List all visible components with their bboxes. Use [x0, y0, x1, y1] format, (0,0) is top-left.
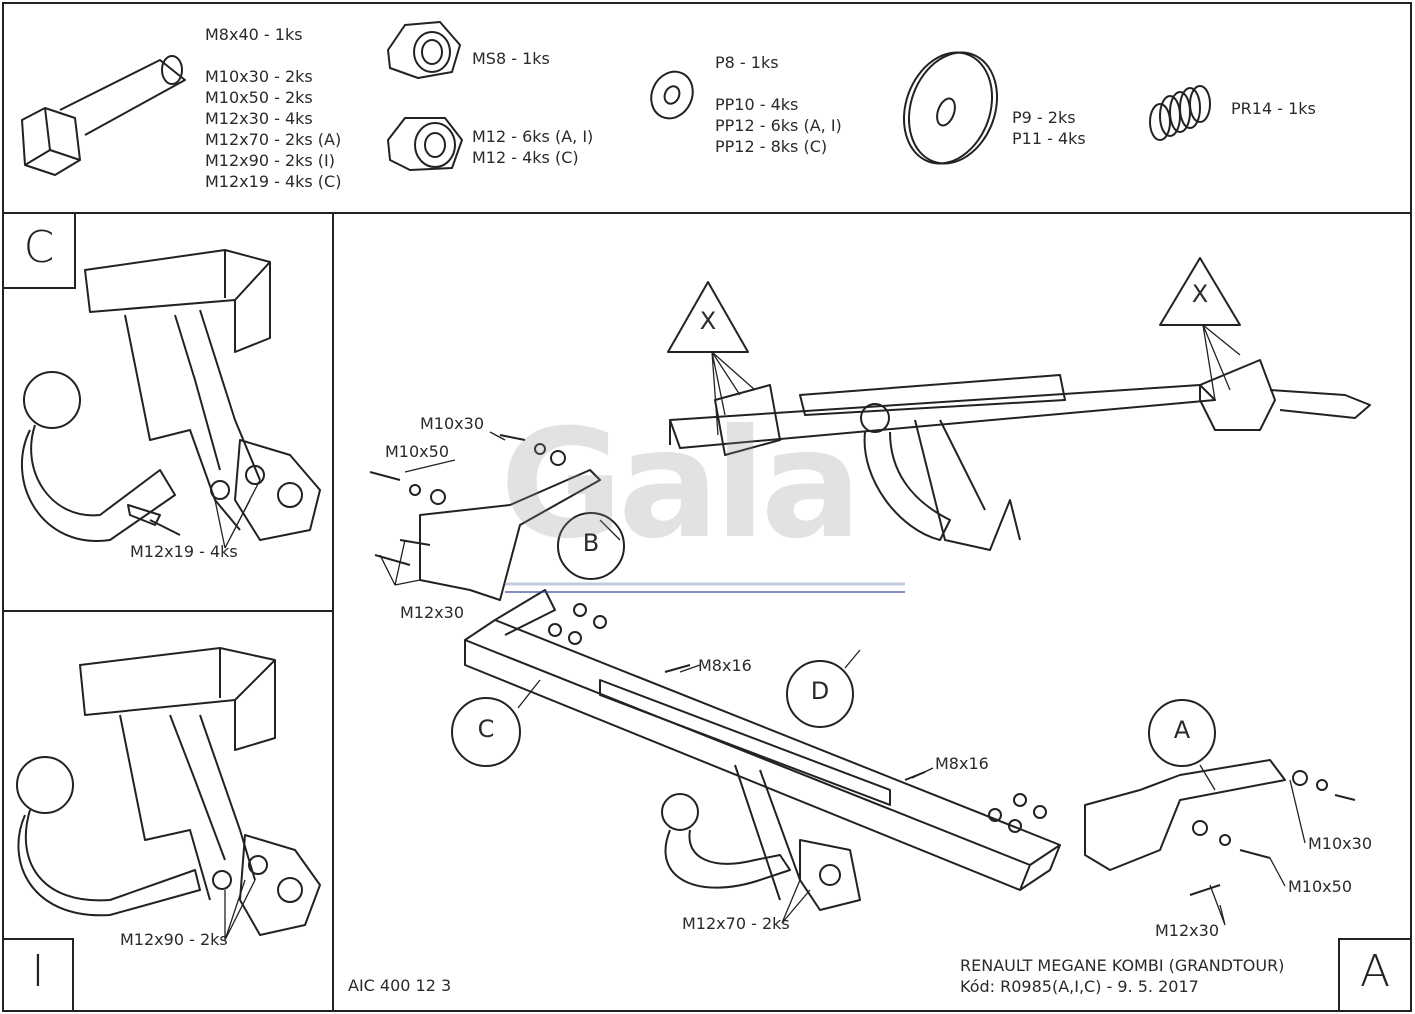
callout-c: C	[477, 715, 495, 743]
product-code: Kód: R0985(A,I,C) - 9. 5. 2017	[960, 977, 1199, 996]
variant-c-bolt-label: M12x19 - 4ks	[130, 542, 238, 561]
variant-i-box	[2, 938, 74, 1012]
crossbar-drawing	[419, 469, 1286, 891]
part-label: P11 - 4ks	[1012, 129, 1086, 148]
callout-x2: X	[1191, 280, 1209, 308]
part-label: P9 - 2ks	[1012, 108, 1076, 127]
variant-i-letter: I	[31, 946, 45, 997]
vehicle-name: RENAULT MEGANE KOMBI (GRANDTOUR)	[960, 956, 1285, 975]
part-label: M12 - 4ks (C)	[472, 148, 579, 167]
part-label: M12x70 - 2ks (A)	[205, 130, 342, 149]
part-label: PR14 - 1ks	[1231, 99, 1316, 118]
label-m10x30-left: M10x30	[420, 414, 484, 433]
nut-m12-icon	[387, 117, 463, 171]
nut-ms8-icon	[387, 21, 461, 79]
callout-a: A	[1173, 716, 1191, 744]
part-label: M8x40 - 1ks	[205, 25, 303, 44]
callout-c-circle	[451, 697, 521, 767]
part-label: P8 - 1ks	[715, 53, 779, 72]
callout-a-circle	[1148, 699, 1216, 767]
label-m12x30-left: M12x30	[400, 603, 464, 622]
callout-b-circle	[557, 512, 625, 580]
towbar-variant-c-drawing	[21, 249, 321, 542]
part-label: M12 - 6ks (A, I)	[472, 127, 594, 146]
part-label: MS8 - 1ks	[472, 49, 550, 68]
bolt-icon	[21, 55, 186, 176]
label-m12x30-right: M12x30	[1155, 921, 1219, 940]
variant-a-letter: A	[1359, 946, 1391, 997]
variant-a-box	[1338, 938, 1412, 1012]
part-label: PP12 - 8ks (C)	[715, 137, 828, 156]
washer-small-icon	[650, 70, 694, 120]
label-m8x16-top: M8x16	[698, 656, 752, 675]
part-label: M12x30 - 4ks	[205, 109, 313, 128]
label-m10x50-right: M10x50	[1288, 877, 1352, 896]
towbar-variant-i-drawing	[16, 647, 321, 936]
callout-d-circle	[786, 660, 854, 728]
part-label: PP12 - 6ks (A, I)	[715, 116, 842, 135]
towball-neck-drawing	[661, 764, 861, 911]
callout-b: B	[582, 529, 600, 557]
parts-list-panel	[2, 2, 1412, 214]
part-label: M10x30 - 2ks	[205, 67, 313, 86]
drawing-code: AIC 400 12 3	[348, 976, 452, 995]
variant-i-bolt-label: M12x90 - 2ks	[120, 930, 228, 949]
part-label: M10x50 - 2ks	[205, 88, 313, 107]
spring-icon	[1149, 85, 1211, 141]
assembled-view-drawing	[669, 359, 1371, 551]
callout-d: D	[810, 677, 830, 705]
variant-i-panel	[2, 610, 334, 1012]
washer-large-icon	[902, 51, 999, 165]
watermark-logo: Gala	[500, 398, 862, 572]
label-m12x70: M12x70 - 2ks	[682, 914, 790, 933]
label-m10x30-right: M10x30	[1308, 834, 1372, 853]
label-m10x50-left: M10x50	[385, 442, 449, 461]
callout-x1: X	[699, 307, 717, 335]
leader-lines	[214, 324, 1306, 941]
part-label: M12x19 - 4ks (C)	[205, 172, 342, 191]
label-m8x16-right: M8x16	[935, 754, 989, 773]
part-label: PP10 - 4ks	[715, 95, 799, 114]
variant-c-box	[2, 212, 76, 289]
callout-x1-triangle	[667, 281, 749, 353]
callout-x2-triangle	[1159, 257, 1241, 326]
variant-c-letter: C	[23, 222, 55, 273]
part-label: M12x90 - 2ks (I)	[205, 151, 336, 170]
